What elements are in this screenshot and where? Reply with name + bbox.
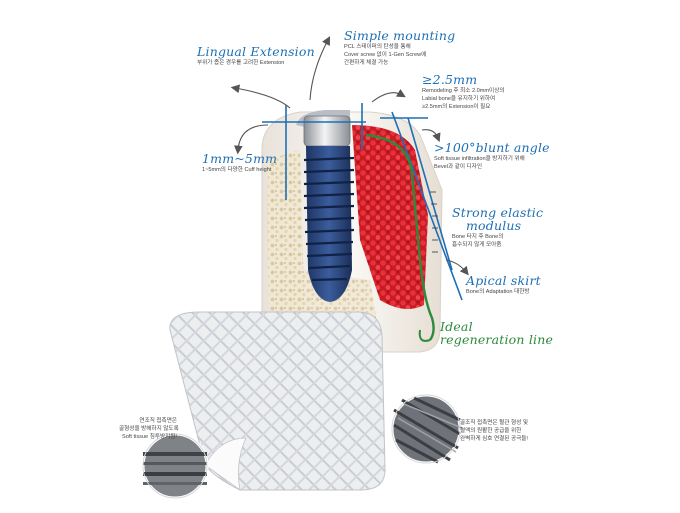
apical-skirt-desc: Bone의 Adaptation 대한방 [466, 289, 530, 295]
soft-tissue-note: 연조직 접촉면은 골형성을 방해하지 않도록 Soft tissue 침투방지됨… [119, 417, 179, 441]
soft-tissue-note-3: Soft tissue 침투방지됨! [122, 434, 177, 440]
soft-tissue-note-2: 골형성을 방해하지 않도록 [119, 426, 179, 432]
cover-collar [303, 115, 351, 147]
strong-elastic-title-1: Strong elastic [452, 205, 544, 220]
lingual-extension-title: Lingual Extension [197, 44, 315, 59]
extension-2-5mm-desc-2: Labial bone을 유지하기 위하여 [422, 96, 496, 102]
extension-2-5mm-desc-3: ≥2.5mm의 Extension이 필요 [422, 104, 491, 110]
cuff-height-desc: 1~5mm의 다양한 Cuff height [202, 167, 272, 173]
soft-tissue-magnifier-icon [141, 432, 209, 500]
blunt-angle-title: >100°blunt angle [434, 140, 550, 155]
blunt-angle-desc-2: Bevel과 같이 디자인 [434, 164, 482, 170]
apical-skirt-label: Apical skirt Bone의 Adaptation 대한방 [466, 273, 541, 296]
simple-mounting-desc-2: Cover screw 없이 1-Gen Screw에 [344, 52, 427, 58]
extension-2-5mm-title: ≥2.5mm [422, 72, 478, 87]
simple-mounting-desc-1: PCL 스테이퍼의 탄성을 통해 [344, 44, 411, 50]
blunt-angle-desc-1: Soft tissue infiltration을 방지하기 위해 [434, 156, 525, 162]
simple-mounting-label: Simple mounting PCL 스테이퍼의 탄성을 통해 Cover s… [344, 28, 455, 67]
peeled-corner [204, 437, 247, 491]
apical-skirt-title: Apical skirt [466, 273, 541, 288]
strong-elastic-desc-2: 흡수되지 않게 모아줌 [452, 242, 502, 248]
blunt-angle-label: >100°blunt angle Soft tissue infiltratio… [434, 140, 550, 171]
ideal-regeneration-label: Ideal regeneration line [440, 319, 553, 347]
implant-body [306, 146, 352, 302]
regeneration-line [365, 133, 435, 341]
cuff-height-label: 1mm~5mm 1~5mm의 다양한 Cuff height [202, 151, 277, 174]
ideal-regeneration-title-2: regeneration line [440, 332, 554, 347]
annotation-arrows [230, 36, 469, 276]
lingual-extension-label: Lingual Extension 부위가 좁은 경우를 고려한 Extensi… [197, 44, 315, 67]
trabecular-bone [267, 150, 305, 330]
bone-contact-note-1: 골조직 접촉면은 혈관 형성 및 [460, 420, 528, 426]
bone-graft-region [352, 125, 428, 309]
bone-contact-note-2: 혈액의 원활한 공급을 위한 [460, 428, 522, 434]
strong-elastic-label: Strong elastic modulus Bone 타지 후 Bone의 흡… [452, 205, 543, 249]
pore-marks [430, 191, 438, 253]
bone-contact-note: 골조직 접촉면은 혈관 형성 및 혈액의 원활한 공급을 위한 완벽하게 심호 … [460, 419, 528, 443]
bone-side-magnifier-icon [390, 393, 463, 465]
membrane-sheet [169, 311, 386, 491]
extension-2-5mm-label: ≥2.5mm Remodeling 후 최소 2.0mm이상의 Labial b… [422, 72, 505, 111]
ideal-regeneration-title-1: Ideal [440, 319, 473, 334]
implant-threads [303, 156, 355, 282]
measurement-lines [262, 103, 463, 301]
lingual-extension-desc: 부위가 좁은 경우를 고려한 Extension [197, 60, 285, 66]
simple-mounting-title: Simple mounting [344, 28, 456, 43]
bone-contact-note-3: 완벽하게 심호 연결된 공극들! [460, 436, 528, 442]
simple-mounting-desc-3: 간편하게 체결 가능 [344, 60, 389, 66]
soft-tissue-note-1: 연조직 접촉면은 [139, 418, 177, 424]
extension-2-5mm-desc-1: Remodeling 후 최소 2.0mm이상의 [422, 88, 505, 94]
regeneration-curl [418, 329, 431, 342]
strong-elastic-title-2: modulus [466, 218, 522, 233]
cuff-height-title: 1mm~5mm [202, 151, 278, 166]
strong-elastic-desc-1: Bone 타지 후 Bone의 [452, 234, 504, 240]
